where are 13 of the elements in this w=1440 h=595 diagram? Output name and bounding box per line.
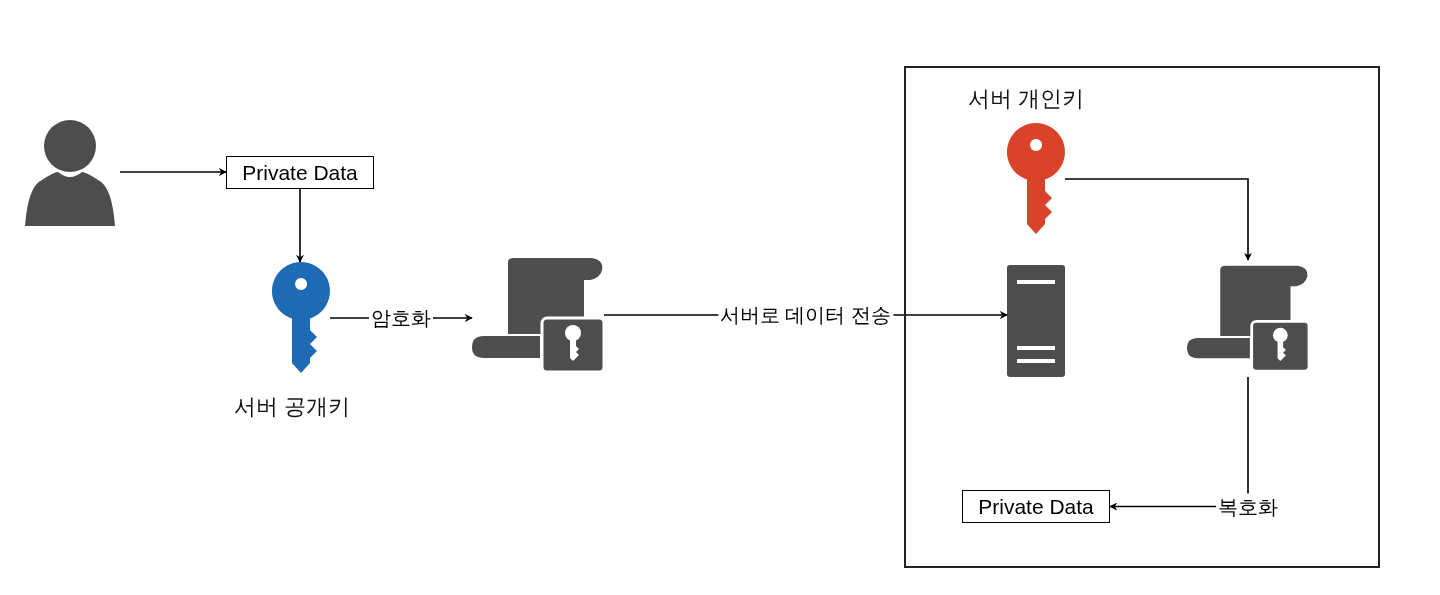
edge-label: 복호화 <box>1216 493 1280 520</box>
server-icon <box>1007 265 1065 377</box>
data-box: Private Data <box>962 490 1110 523</box>
arrow <box>1064 178 1252 261</box>
key-icon <box>1007 122 1065 236</box>
encrypted-document-icon <box>472 258 604 372</box>
server-frame <box>904 66 1380 568</box>
data-box: Private Data <box>226 156 374 189</box>
key-icon <box>272 262 330 374</box>
arrow <box>119 168 227 176</box>
key-caption: 서버 개인키 <box>968 85 1085 113</box>
arrow <box>296 188 304 263</box>
key-caption: 서버 공개키 <box>234 393 351 421</box>
